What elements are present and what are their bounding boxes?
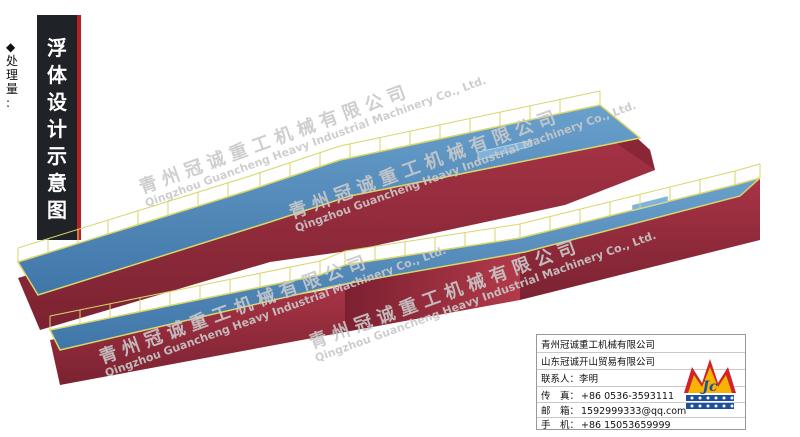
title-char-3: 设 xyxy=(47,90,67,114)
svg-text:Jc: Jc xyxy=(699,379,718,395)
mobile-label: 手 机： xyxy=(541,420,580,431)
front-hull-ramp xyxy=(345,245,520,332)
title-char-1: 浮 xyxy=(47,36,67,60)
title-char-7: 图 xyxy=(47,198,67,222)
title-char-6: 意 xyxy=(47,171,67,195)
title-bar: 浮 体 设 计 示 意 图 xyxy=(37,15,81,240)
mobile-row: 手 机：+86 15053659999 xyxy=(541,417,671,432)
side-label-char-1: 处 xyxy=(6,54,19,68)
side-label-char-4: : xyxy=(6,96,11,110)
front-railing xyxy=(49,163,761,331)
side-label-char-2: 理 xyxy=(6,68,19,82)
front-pontoon xyxy=(48,163,761,385)
back-hull xyxy=(18,118,655,330)
company-name-2: 山东冠诚开山贸易有限公司 xyxy=(541,357,656,368)
email-row: 邮 箱：1592999333@qq.com xyxy=(541,403,686,418)
title-char-2: 体 xyxy=(47,63,67,87)
front-hull-back xyxy=(520,178,760,300)
side-label: ◆ 处 理 量 : xyxy=(6,40,26,110)
fax-label: 传 真： xyxy=(541,391,580,402)
page-title: 浮 体 设 计 示 意 图 xyxy=(37,35,77,224)
email-value: 1592999333@qq.com xyxy=(581,406,687,417)
crown-logo-icon: Jc xyxy=(684,359,736,409)
back-railing xyxy=(17,90,601,263)
fax-value: +86 0536-3593111 xyxy=(581,391,674,402)
diamond-bullet-icon: ◆ xyxy=(6,40,16,54)
fax-row: 传 真：+86 0536-3593111 xyxy=(541,388,674,403)
email-label: 邮 箱： xyxy=(541,406,580,417)
front-hull xyxy=(50,285,345,385)
title-char-5: 示 xyxy=(47,144,67,168)
contact-person: 联系人：李明 xyxy=(541,374,599,385)
title-char-4: 计 xyxy=(47,117,67,141)
side-label-char-3: 量 xyxy=(6,82,19,96)
mobile-value: +86 15053659999 xyxy=(581,420,671,431)
company-name-1: 青州冠诚重工机械有限公司 xyxy=(541,340,656,351)
back-hatch xyxy=(477,139,533,161)
back-pontoon xyxy=(16,90,655,330)
